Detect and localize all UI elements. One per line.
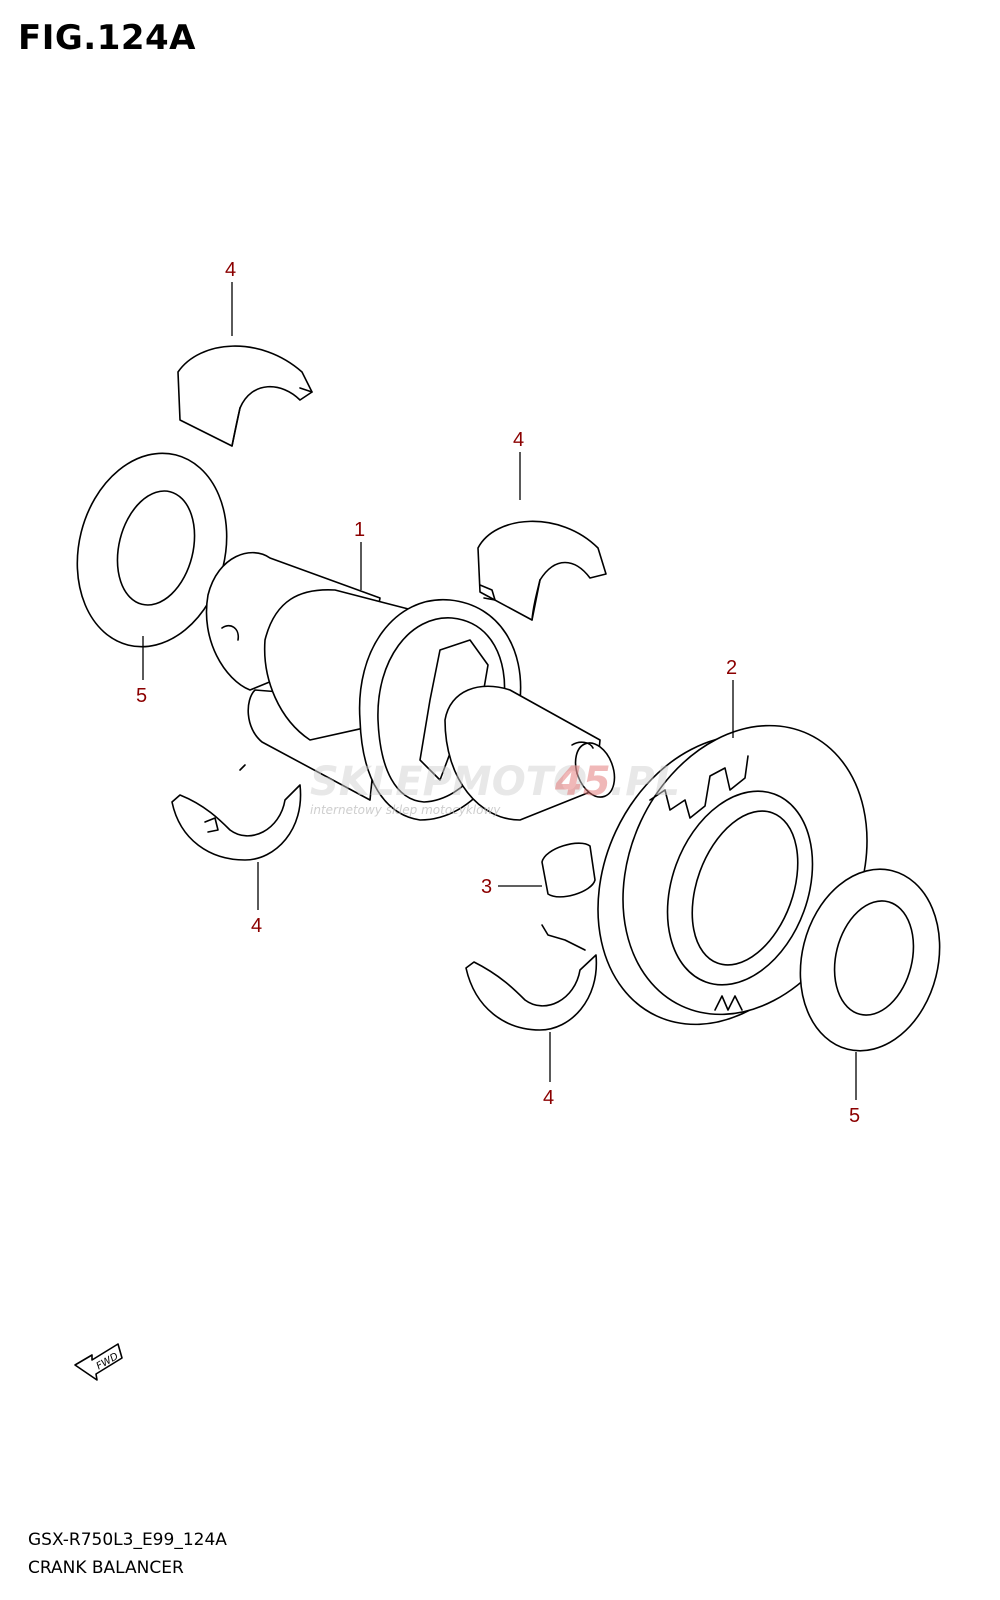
thrust-washer-right <box>799 868 941 1052</box>
watermark-brand: SKLEPMOTO <box>310 759 587 805</box>
bearing-shell-right <box>477 520 607 621</box>
bearing-shell-lower-left <box>171 764 302 861</box>
callout-labels: 4 4 1 5 2 3 4 4 5 <box>136 259 860 1127</box>
callout-4-lower-left: 4 <box>251 915 262 937</box>
figure-name: CRANK BALANCER <box>28 1558 184 1578</box>
watermark-tagline: internetowy sklep motocyklowy <box>310 803 501 817</box>
callout-5-left: 5 <box>136 685 147 707</box>
watermark-brand-accent: 45 <box>554 759 611 805</box>
callout-4-right: 4 <box>513 429 524 451</box>
callout-3: 3 <box>481 876 492 898</box>
watermark-tld: .PL <box>610 759 680 805</box>
callout-1: 1 <box>354 519 365 541</box>
shaft-key <box>541 842 596 898</box>
balancer-shaft <box>205 551 616 821</box>
bearing-shell-top <box>177 345 313 447</box>
callout-4-top: 4 <box>225 259 236 281</box>
callout-5-right: 5 <box>849 1105 860 1127</box>
callout-2: 2 <box>726 657 737 679</box>
watermark: SKLEPMOTO 45 .PL internetowy sklep motoc… <box>310 759 680 817</box>
figure-title: FIG.124A <box>18 18 196 58</box>
leader-lines <box>142 282 857 1100</box>
model-code: GSX-R750L3_E99_124A <box>28 1530 227 1550</box>
callout-4-bottom: 4 <box>543 1087 554 1109</box>
fwd-direction-marker: FWD <box>74 1343 123 1381</box>
bearing-shell-bottom <box>465 924 598 1031</box>
